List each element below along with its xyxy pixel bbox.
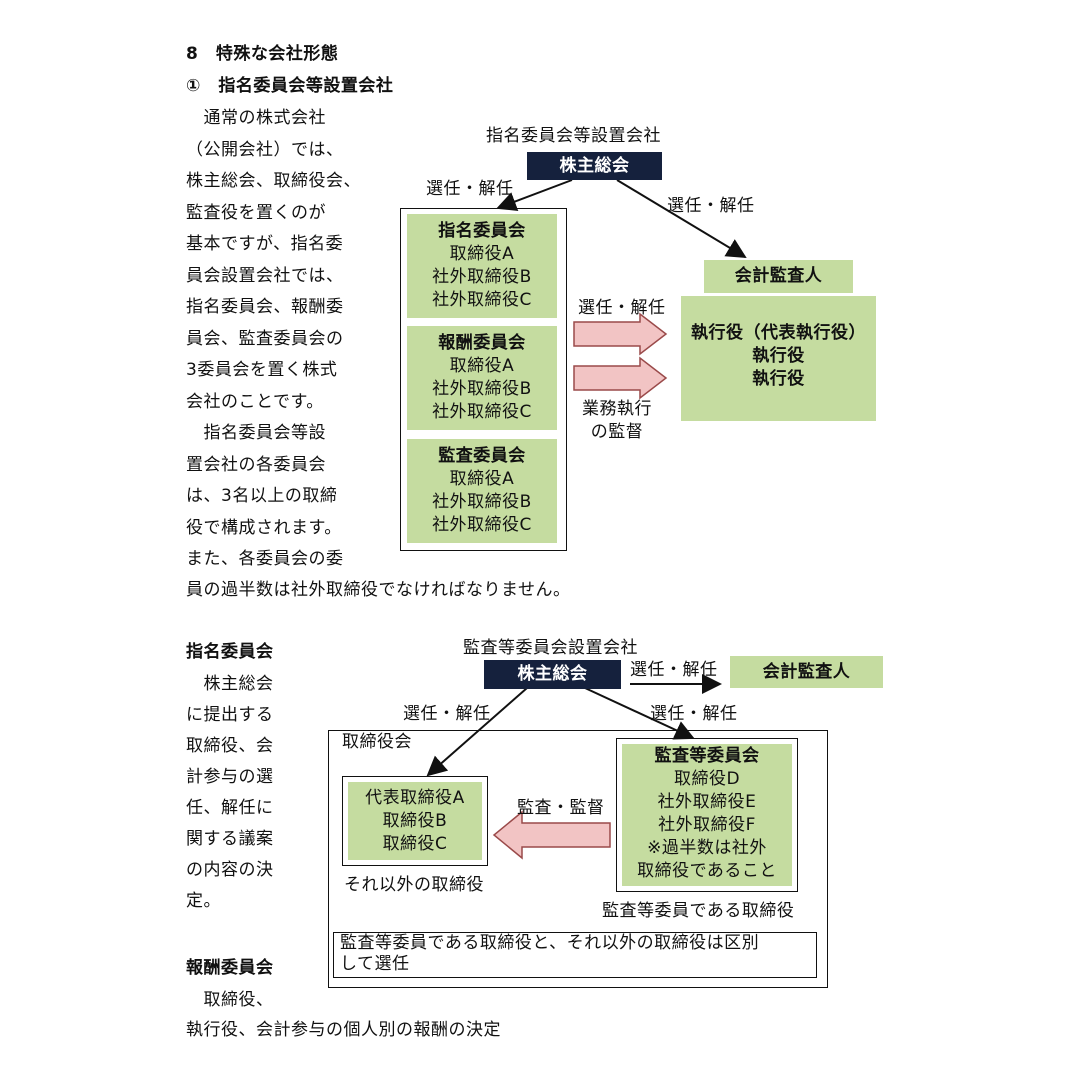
other-directors-box: 代表取締役A 取締役B 取締役C: [348, 782, 482, 860]
director-line: 取締役C: [382, 834, 448, 854]
label-appoint-dismiss-left: 選任・解任: [426, 179, 514, 199]
compensation-line-2: 執行役、会計参与の個人別の報酬の決定: [186, 1020, 501, 1040]
executive-line: 執行役: [752, 346, 805, 366]
committee-name: 監査委員会: [438, 446, 526, 466]
label-appoint-right: 選任・解任: [650, 704, 738, 724]
text-line: 関する議案: [186, 829, 274, 849]
note-line: 監査等委員である取締役と、それ以外の取締役は区別: [340, 933, 760, 953]
committee-member: 取締役であること: [637, 861, 777, 881]
committee-member: 社外取締役E: [657, 792, 757, 812]
note-box: 監査等委員である取締役と、それ以外の取締役は区別 して選任: [333, 932, 817, 978]
text-line: 株主総会、取締役会、: [186, 171, 361, 191]
text-line: 指名委員会等設: [186, 423, 326, 443]
text-line: 通常の株式会社: [186, 108, 326, 128]
arrow-to-audit-committee: [584, 687, 695, 740]
text-line: 会社のことです。: [186, 391, 324, 412]
diagram-audit-committee-company: 監査等委員会設置会社 株主総会 選任・解任 会計監査人 選任・解任 選任・解任 …: [0, 620, 1080, 1000]
board-label: 取締役会: [342, 732, 412, 752]
committee-member: 取締役A: [449, 356, 515, 376]
executive-line: 執行役: [752, 369, 805, 389]
label-line: 業務執行: [582, 399, 652, 419]
text-line: 員会、監査委員会の: [186, 328, 344, 349]
board-frame: [328, 730, 828, 988]
committee-member: 社外取締役C: [432, 290, 532, 310]
committee-audit: 監査委員会 取締役A 社外取締役B 社外取締役C: [407, 439, 557, 543]
heading-compensation-committee: 報酬委員会: [186, 958, 274, 978]
shareholders-meeting-box: 株主総会: [527, 152, 662, 180]
committee-name: 指名委員会: [438, 221, 526, 241]
text-line: 置会社の各委員会: [186, 454, 326, 475]
text-line: 定。: [186, 891, 221, 911]
label-arrow-appoint: 選任・解任: [578, 298, 666, 318]
director-line: 取締役B: [382, 811, 448, 831]
text-line: の内容の決: [186, 860, 274, 880]
text-line: 株主総会: [186, 674, 274, 694]
block-arrow-supervise: [573, 356, 668, 400]
text-line: 計参与の選: [186, 767, 274, 787]
director-line: 代表取締役A: [365, 788, 465, 808]
sub-title: ① 指名委員会等設置会社: [186, 76, 394, 96]
diagram1-title: 指名委員会等設置会社: [486, 126, 661, 146]
committee-member: 取締役D: [673, 769, 741, 789]
text-line: また、各委員会の委: [186, 549, 344, 569]
note-line: して選任: [340, 954, 410, 974]
audit-committee-frame: [616, 738, 798, 892]
label-appoint-left: 選任・解任: [403, 704, 491, 724]
committee-member: 社外取締役F: [658, 815, 756, 835]
block-arrow-audit-supervise: [492, 810, 611, 860]
accounting-auditor-box-2: 会計監査人: [730, 656, 883, 688]
executive-line: 執行役（代表執行役）: [691, 323, 866, 343]
text-line: （公開会社）では、: [186, 139, 344, 160]
text-line: 取締役、会: [186, 736, 274, 756]
committees-frame: [400, 208, 567, 551]
text-line: 基本ですが、指名委: [186, 234, 344, 254]
committee-member: 取締役A: [449, 244, 515, 264]
other-directors-frame: [342, 776, 488, 866]
intro-paragraph: 通常の株式会社 （公開会社）では、 株主総会、取締役会、 監査役を置くのが 基本…: [186, 106, 361, 579]
committee-member: 社外取締役B: [432, 379, 532, 399]
committee-member: 社外取締役C: [432, 402, 532, 422]
arrow-shareholders-to-committees: [496, 179, 573, 211]
heading-nominating-committee: 指名委員会: [186, 642, 274, 662]
arrow-to-other-directors: [426, 687, 528, 777]
label-appoint-dismiss-right: 選任・解任: [667, 196, 755, 216]
label-audit-supervise: 監査・監督: [517, 798, 605, 818]
full-width-line: 員の過半数は社外取締役でなければなりません。: [186, 580, 571, 600]
text-line: に提出する: [186, 705, 274, 725]
committee-nominating: 指名委員会 取締役A 社外取締役B 社外取締役C: [407, 214, 557, 318]
text-line: は、3名以上の取締: [186, 486, 338, 506]
text-line: 指名委員会、報酬委: [186, 297, 344, 317]
shareholders-meeting-box-2: 株主総会: [484, 660, 621, 689]
nominating-committee-paragraph: 株主総会 に提出する 取締役、会 計参与の選 任、解任に 関する議案 の内容の決…: [186, 672, 274, 920]
diagram2-title: 監査等委員会設置会社: [463, 638, 638, 658]
audit-committee-box: 監査等委員会 取締役D 社外取締役E 社外取締役F ※過半数は社外 取締役である…: [622, 744, 792, 886]
committee-compensation: 報酬委員会 取締役A 社外取締役B 社外取締役C: [407, 326, 557, 430]
section-title: 8 特殊な会社形態: [186, 44, 339, 64]
committee-name: 報酬委員会: [438, 333, 526, 353]
audit-committee-caption: 監査等委員である取締役: [602, 901, 795, 921]
compensation-line-1: 取締役、: [186, 990, 274, 1010]
other-directors-caption: それ以外の取締役: [344, 875, 484, 895]
block-arrow-appoint: [573, 312, 668, 356]
text-line: 監査役を置くのが: [186, 202, 326, 223]
arrow-shareholders-to-auditor: [616, 179, 747, 259]
executive-officers-box: 執行役（代表執行役） 執行役 執行役: [681, 296, 876, 421]
diagram-nominating-company: 指名委員会等設置会社 株主総会 選任・解任 選任・解任 指名委員会 取締役A 社…: [400, 126, 876, 551]
text-line: 任、解任に: [186, 798, 274, 818]
label-arrow-supervise: 業務執行 の監督: [582, 398, 652, 444]
text-line: 員会設置会社では、: [186, 265, 344, 286]
diagram2-connectors: [426, 674, 722, 860]
label-line: の監督: [590, 422, 644, 442]
text-line: 3委員会を置く株式: [186, 360, 338, 380]
committee-member: 社外取締役B: [432, 492, 532, 512]
committee-member: 社外取締役C: [432, 515, 532, 535]
committee-member: 社外取締役B: [432, 267, 532, 287]
accounting-auditor-box: 会計監査人: [704, 260, 853, 293]
label-appoint-auditor: 選任・解任: [630, 660, 718, 680]
diagram1-connectors: [496, 179, 747, 400]
committee-member: 取締役A: [449, 469, 515, 489]
committee-member: ※過半数は社外: [647, 838, 767, 858]
text-line: 役で構成されます。: [186, 517, 342, 538]
committee-name: 監査等委員会: [654, 746, 760, 766]
